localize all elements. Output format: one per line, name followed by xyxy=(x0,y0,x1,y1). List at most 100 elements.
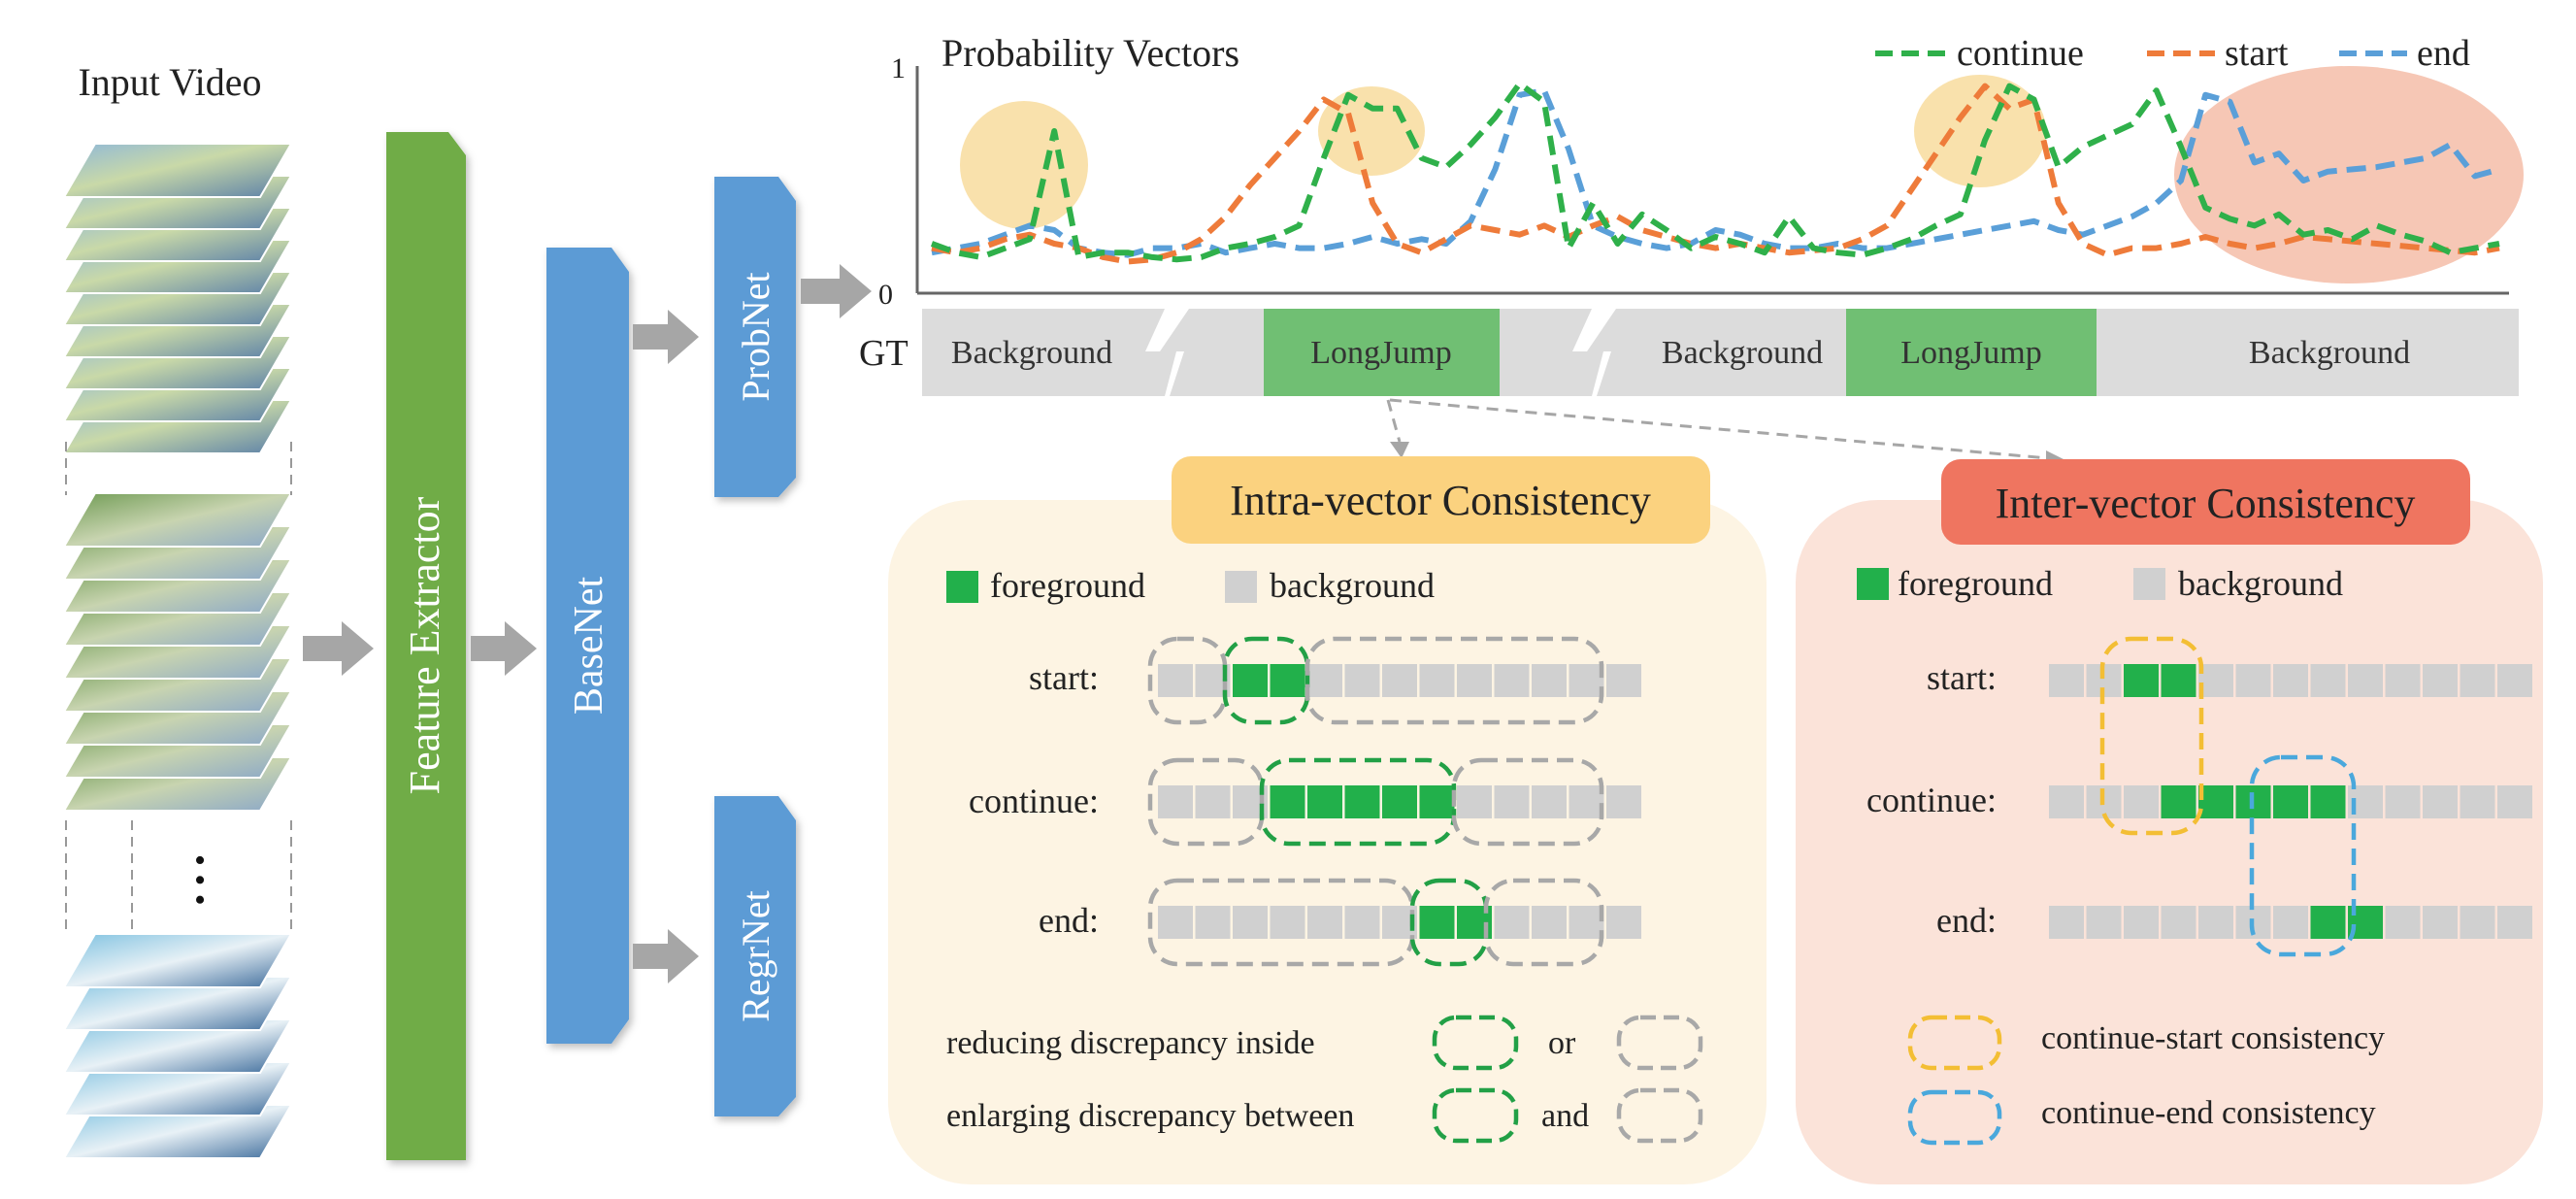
legend-end-label: end xyxy=(2417,33,2470,74)
intra-continue-bg-group-1 xyxy=(1147,757,1265,847)
arrow-probnet-to-plot xyxy=(801,264,872,318)
gt-segment-label-3: Background xyxy=(1662,335,1823,371)
inter-legend-cs-label: continue-start consistency xyxy=(2041,1020,2385,1056)
inter-cell-r2-c7 xyxy=(2273,785,2308,818)
input-video-title: Input Video xyxy=(78,60,261,104)
inter-row-label-end: end: xyxy=(1936,901,1997,940)
inter-cell-r1-c4 xyxy=(2161,664,2196,697)
intra-cell-r3-c4 xyxy=(1270,906,1305,939)
basenet-label: BaseNet xyxy=(567,577,611,716)
intra-cell-r3-c2 xyxy=(1195,906,1231,939)
inter-cell-r1-c13 xyxy=(2497,664,2532,697)
arrow-basenet-to-regrnet xyxy=(633,929,699,983)
regrnet-shape xyxy=(714,796,796,1116)
inter-cell-r3-c5 xyxy=(2198,906,2233,939)
plot-title: Probability Vectors xyxy=(941,31,1239,75)
plot-series xyxy=(930,81,2500,265)
inter-cell-r1-c10 xyxy=(2385,664,2421,697)
inter-cell-r3-c1 xyxy=(2049,906,2084,939)
highlight-ellipse-4 xyxy=(2174,66,2524,283)
inter-continue-start-group xyxy=(2099,636,2204,836)
intra-start-fg-group xyxy=(1222,636,1310,725)
intra-cell-r2-c2 xyxy=(1195,785,1231,818)
intra-cell-r1-c10 xyxy=(1494,664,1530,697)
inter-legend-ce-symbol xyxy=(1907,1089,2002,1146)
frames-ellipsis: • • • xyxy=(182,854,217,906)
inter-row-label-continue: continue: xyxy=(1866,781,1997,819)
inter-cell-r2-c5 xyxy=(2198,785,2233,818)
intra-cell-r1-c7 xyxy=(1382,664,1417,697)
inter-legend-fg-label: foreground xyxy=(1898,564,2053,603)
video-frame-stack-2 xyxy=(62,492,293,812)
intra-cell-r3-c13 xyxy=(1606,906,1641,939)
legend-continue-label: continue xyxy=(1957,33,2084,74)
inter-title-box xyxy=(1941,459,2470,545)
series-line-continue xyxy=(930,81,2500,263)
inter-cell-r3-c4 xyxy=(2161,906,2196,939)
intra-cell-r1-c5 xyxy=(1307,664,1342,697)
video-frame-stack-1 xyxy=(62,143,293,454)
inter-cell-r1-c5 xyxy=(2198,664,2233,697)
inter-cell-r3-c10 xyxy=(2385,906,2421,939)
legend-start-label: start xyxy=(2225,33,2289,74)
intra-note1-bg-symbol xyxy=(1616,1015,1703,1071)
intra-cell-r2-c13 xyxy=(1606,785,1641,818)
gt-segment-4-shape xyxy=(1500,309,1603,396)
plot-legend: continue start end xyxy=(1875,33,2470,74)
intra-note2-conj: and xyxy=(1541,1098,1589,1134)
arrow-extractor-to-basenet xyxy=(471,621,537,676)
intra-cell-r3-c3 xyxy=(1233,906,1268,939)
pointer-to-intra-head xyxy=(1390,442,1409,458)
inter-cell-r1-c6 xyxy=(2235,664,2271,697)
inter-cell-r2-c8 xyxy=(2310,785,2346,818)
intra-note2-text: enlarging discrepancy between xyxy=(946,1098,1354,1134)
probnet-label: ProbNet xyxy=(734,272,777,401)
intra-note1-conj: or xyxy=(1548,1025,1576,1061)
stack3-frame-1 xyxy=(62,933,293,988)
intra-cell-r3-c5 xyxy=(1307,906,1342,939)
inter-cell-r1-c1 xyxy=(2049,664,2084,697)
intra-cell-r3-c10 xyxy=(1494,906,1530,939)
gt-segment-3-shape xyxy=(1264,309,1500,396)
inter-row-label-start: start: xyxy=(1927,658,1997,697)
inter-legend-cs-symbol xyxy=(1907,1015,2002,1071)
intra-cell-r2-c12 xyxy=(1569,785,1604,818)
pointer-to-inter xyxy=(1389,398,2049,460)
inter-cell-r1-c7 xyxy=(2273,664,2308,697)
gt-segment-1-shape xyxy=(922,309,1176,396)
intra-row-label-continue: continue: xyxy=(969,782,1099,820)
intra-note2-bg-symbol xyxy=(1616,1087,1703,1144)
gt-bar xyxy=(922,309,2519,396)
intra-cell-r2-c6 xyxy=(1344,785,1380,818)
gt-segment-label-4: LongJump xyxy=(1900,335,2041,371)
intra-cell-r3-c6 xyxy=(1344,906,1380,939)
intra-cell-r1-c1 xyxy=(1158,664,1193,697)
gt-segment-label-5: Background xyxy=(2249,335,2410,371)
intra-cell-r2-c10 xyxy=(1494,785,1530,818)
gt-pointer-arrows xyxy=(1386,398,2049,460)
inter-legend-bg-label: background xyxy=(2178,564,2343,603)
inter-cell-r2-c3 xyxy=(2124,785,2159,818)
intra-title-box xyxy=(1172,456,1710,544)
inter-cell-r2-c12 xyxy=(2460,785,2495,818)
intra-cell-r2-c1 xyxy=(1158,785,1193,818)
intra-cell-r2-c5 xyxy=(1307,785,1342,818)
inter-cell-r1-c8 xyxy=(2310,664,2346,697)
inter-continue-end-group xyxy=(2249,754,2357,957)
series-line-start xyxy=(931,83,2500,265)
intra-cell-r1-c13 xyxy=(1606,664,1641,697)
gt-segment-6-shape xyxy=(1846,309,2097,396)
highlight-ellipses xyxy=(960,66,2524,283)
inter-cell-r2-c11 xyxy=(2423,785,2458,818)
intra-cell-r2-c4 xyxy=(1270,785,1305,818)
intra-cell-r3-c12 xyxy=(1569,906,1604,939)
intra-cell-r2-c7 xyxy=(1382,785,1417,818)
intra-note2-fg-symbol xyxy=(1432,1087,1519,1144)
intra-row-label-end: end: xyxy=(1039,901,1099,940)
intra-cell-r3-c1 xyxy=(1158,906,1193,939)
inter-cell-r1-c3 xyxy=(2124,664,2159,697)
inter-cell-r3-c3 xyxy=(2124,906,2159,939)
intra-legend-fg-label: foreground xyxy=(990,566,1145,605)
intra-continue-bg-group-2 xyxy=(1451,757,1604,847)
